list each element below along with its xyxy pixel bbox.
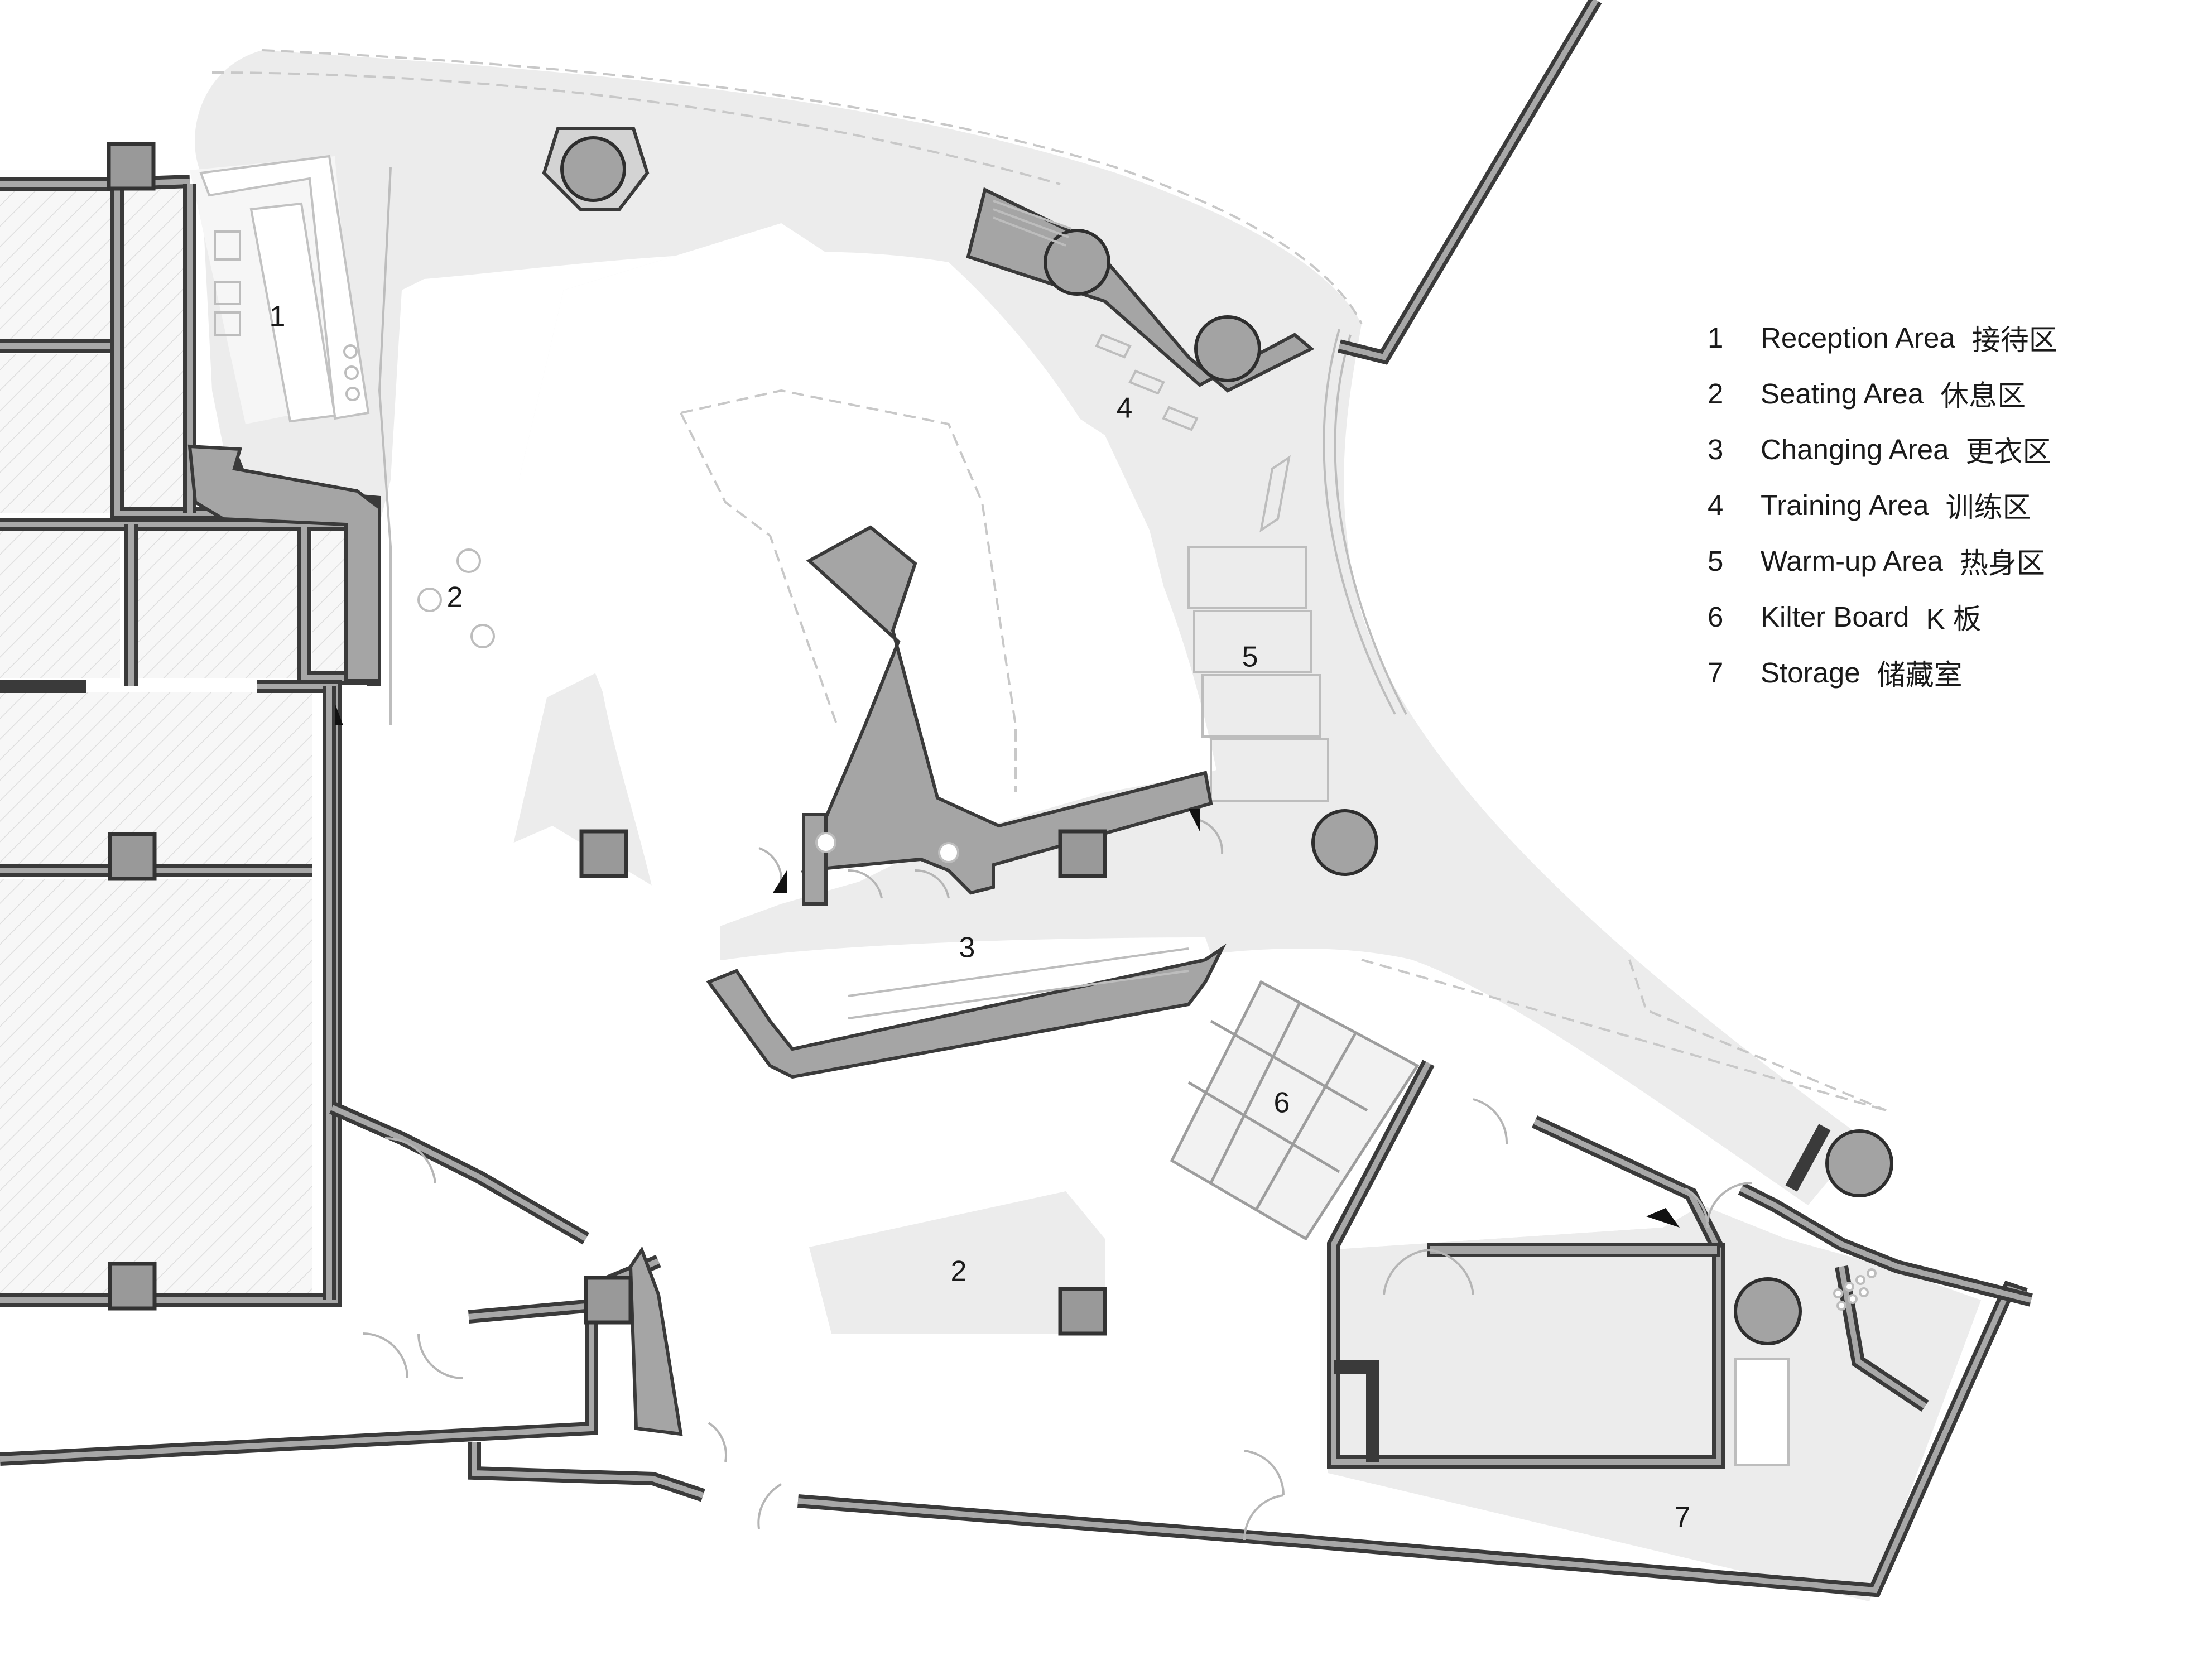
- legend-chinese: 休息区: [1940, 380, 2026, 412]
- legend-item: 5 Warm-up Area 热身区: [1708, 533, 2187, 589]
- legend-english: Changing Area: [1761, 433, 1949, 465]
- legend-number: 1: [1708, 321, 1724, 354]
- legend-english: Reception Area: [1761, 321, 1955, 354]
- room-label-storage: 7: [1675, 1502, 1691, 1534]
- column: [1058, 829, 1107, 878]
- tree: [560, 136, 626, 202]
- legend-number: 2: [1708, 377, 1724, 410]
- legend-number: 7: [1708, 656, 1724, 689]
- legend-item: 2 Seating Area 休息区: [1708, 365, 2187, 421]
- column: [584, 1276, 633, 1325]
- column: [579, 829, 628, 878]
- storage-sink: [1734, 1358, 1790, 1466]
- legend-english: Kilter Board: [1761, 600, 1910, 633]
- legend-item: 6 Kilter Board K 板: [1708, 589, 2187, 644]
- legend-chinese: 热身区: [1959, 547, 2045, 579]
- room-label-seating-north: 2: [447, 581, 463, 614]
- overhead-lines: [211, 49, 1887, 1111]
- room-label-reception: 1: [270, 301, 286, 333]
- room-label-seating-south: 2: [951, 1255, 967, 1288]
- legend-number: 4: [1708, 489, 1724, 521]
- reception-counter: [199, 155, 370, 423]
- legend-chinese: 储藏室: [1877, 659, 1963, 691]
- room-label-warmup: 5: [1242, 641, 1258, 673]
- legend-item: 1 Reception Area 接待区: [1708, 310, 2187, 365]
- legend-chinese: 接待区: [1971, 324, 2057, 356]
- door-swings: [362, 819, 1753, 1541]
- circulation-floor: [190, 50, 1981, 1601]
- room-labels: 1 2 3 4 5 6 7 2: [270, 301, 1691, 1534]
- column: [1058, 1287, 1107, 1336]
- tree: [1311, 809, 1378, 876]
- tree: [1044, 229, 1110, 296]
- seating-stools: [417, 548, 1877, 1311]
- column: [108, 832, 157, 881]
- legend-chinese: 训练区: [1945, 492, 2031, 523]
- room-label-changing: 3: [959, 932, 975, 964]
- room-label-training: 4: [1117, 392, 1133, 425]
- kilter-board-grid: [1170, 980, 1420, 1241]
- legend-english: Training Area: [1761, 489, 1929, 521]
- legend-english: Storage: [1761, 656, 1860, 689]
- legend-item: 3 Changing Area 更衣区: [1708, 421, 2187, 477]
- legend-english: Warm-up Area: [1761, 545, 1943, 577]
- column: [108, 1262, 157, 1311]
- legend-number: 6: [1708, 600, 1724, 633]
- neighbouring-units: [0, 184, 371, 1295]
- room-label-kilter: 6: [1274, 1087, 1290, 1119]
- legend-chinese: 更衣区: [1965, 436, 2051, 468]
- tree: [1734, 1277, 1802, 1345]
- door-markers: [335, 703, 1680, 1228]
- columns: [107, 142, 1107, 1336]
- legend-chinese: K 板: [1926, 603, 1982, 635]
- warmup-mats: [1187, 546, 1329, 802]
- legend-number: 5: [1708, 545, 1724, 577]
- trees: [542, 127, 1893, 1345]
- legend-english: Seating Area: [1761, 377, 1924, 410]
- legend: 1 Reception Area 接待区 2 Seating Area 休息区 …: [1708, 310, 2187, 700]
- tree: [1194, 315, 1261, 382]
- column: [107, 142, 156, 191]
- legend-item: 7 Storage 储藏室: [1708, 644, 2187, 700]
- legend-item: 4 Training Area 训练区: [1708, 477, 2187, 533]
- legend-number: 3: [1708, 433, 1724, 465]
- tree: [1825, 1129, 1893, 1197]
- benches: [848, 200, 1291, 1019]
